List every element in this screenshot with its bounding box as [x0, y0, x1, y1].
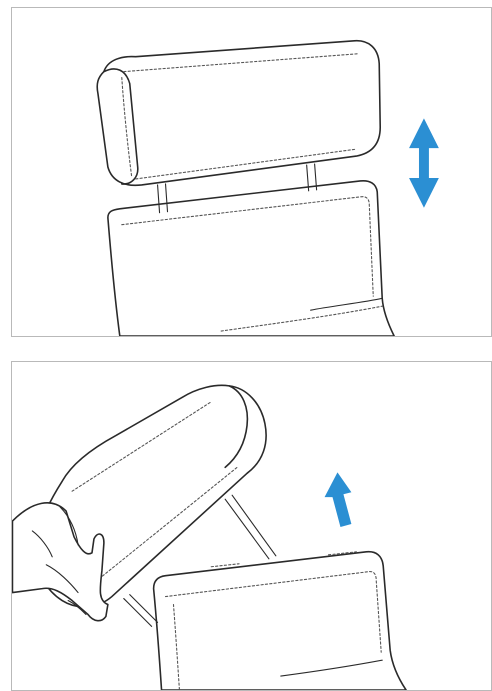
backrest: [154, 552, 406, 690]
double-arrow-up-down-icon: [409, 118, 439, 207]
headrest: [97, 41, 380, 186]
illustration-panel-remove-headrest: [11, 361, 492, 691]
headrest-adjust-drawing: [12, 8, 491, 336]
backrest: [108, 181, 394, 336]
illustration-panel-adjust-height: [11, 7, 492, 337]
arrow-up-icon: [325, 472, 352, 527]
headrest-remove-drawing: [12, 362, 491, 690]
